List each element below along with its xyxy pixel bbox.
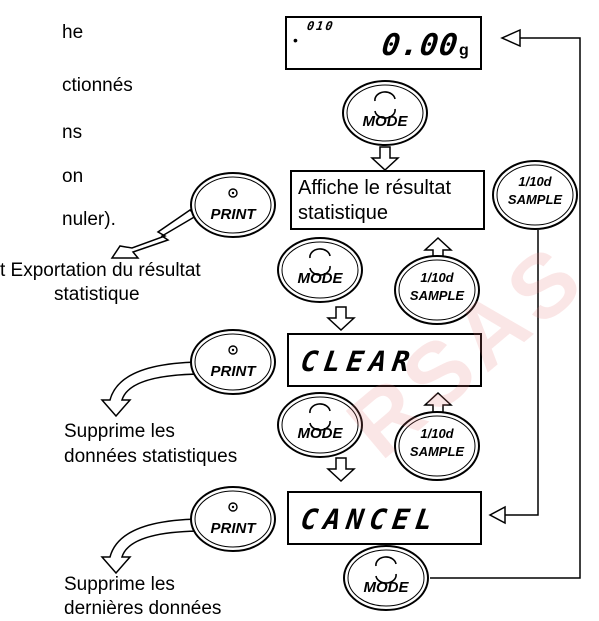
print-button-label: PRINT — [210, 363, 256, 380]
clear-print-arrow — [100, 361, 206, 418]
cancel-caption-line-2: dernières données — [64, 598, 222, 619]
sample-loop-arrow — [488, 505, 506, 525]
sample-button-label-top: 1/10d — [518, 174, 552, 189]
sample-button-label-bottom: SAMPLE — [409, 288, 465, 303]
print-button-2-shape — [190, 329, 276, 395]
sample-button-label-bottom: SAMPLE — [409, 444, 465, 459]
left-text-line-5: nuler). — [62, 209, 116, 230]
mode-button-4-shape — [343, 545, 429, 611]
mode-button-3-shape — [277, 392, 363, 458]
sample-loop-line — [505, 230, 539, 516]
clear-caption-line-2: données statistiques — [64, 446, 238, 467]
sample-button-3-shape — [394, 411, 480, 481]
display-unit: g — [459, 42, 469, 59]
cancel-caption-line-1: Supprime les — [64, 574, 175, 595]
mode-button-2-shape — [277, 237, 363, 303]
sample-button-2-shape — [394, 255, 480, 325]
sample-button-1-shape — [492, 160, 578, 230]
cycle-icons — [309, 91, 397, 584]
left-text-line-4: on — [62, 166, 84, 187]
cancel-display-text: CANCEL — [298, 503, 441, 536]
statistic-box-line-1: Affiche le résultat — [298, 177, 452, 199]
mode-button-label: MODE — [363, 579, 409, 596]
export-caption-line-2: statistique — [54, 284, 140, 305]
print-button-label: PRINT — [210, 206, 256, 223]
mode-button-label: MODE — [297, 425, 343, 442]
statistic-box-line-2: statistique — [298, 202, 389, 224]
sample-button-label-bottom: SAMPLE — [507, 192, 563, 207]
mode-button-label: MODE — [362, 113, 408, 130]
statistic-result-box: Affiche le résultat statistique — [290, 170, 485, 230]
print-dot-centers — [231, 191, 235, 509]
mode-button-1-shape — [342, 80, 428, 146]
balance-display: • 010 0.00 g — [285, 16, 482, 70]
lightning-arrow — [110, 209, 198, 259]
print-button-label: PRINT — [210, 520, 256, 537]
down-arrow-1 — [370, 146, 400, 172]
left-text-line-1: he — [62, 22, 84, 43]
outer-loop-line — [430, 37, 581, 579]
clear-caption-line-1: Supprime les — [64, 421, 175, 442]
print-dot-icons — [228, 188, 238, 512]
sample-button-label-top: 1/10d — [420, 270, 454, 285]
left-text-line-2: ctionnés — [62, 75, 133, 96]
left-text-line-3: ns — [62, 122, 83, 143]
cancel-display-box: CANCEL — [287, 491, 482, 545]
down-arrow-3 — [326, 457, 356, 483]
clear-display-box: CLEAR — [287, 333, 482, 387]
outer-loop-arrow — [500, 28, 521, 48]
print-button-3-shape — [190, 486, 276, 552]
mode-button-label: MODE — [297, 270, 343, 287]
display-counter: 010 — [306, 19, 336, 33]
display-dot: • — [293, 32, 298, 48]
display-value: 0.00 — [379, 28, 461, 63]
sample-button-label-top: 1/10d — [420, 426, 454, 441]
down-arrow-2 — [326, 306, 356, 332]
print-button-1-shape — [190, 172, 276, 238]
export-caption-line-1: t Exportation du résultat — [0, 260, 201, 281]
cancel-print-arrow — [100, 518, 206, 575]
